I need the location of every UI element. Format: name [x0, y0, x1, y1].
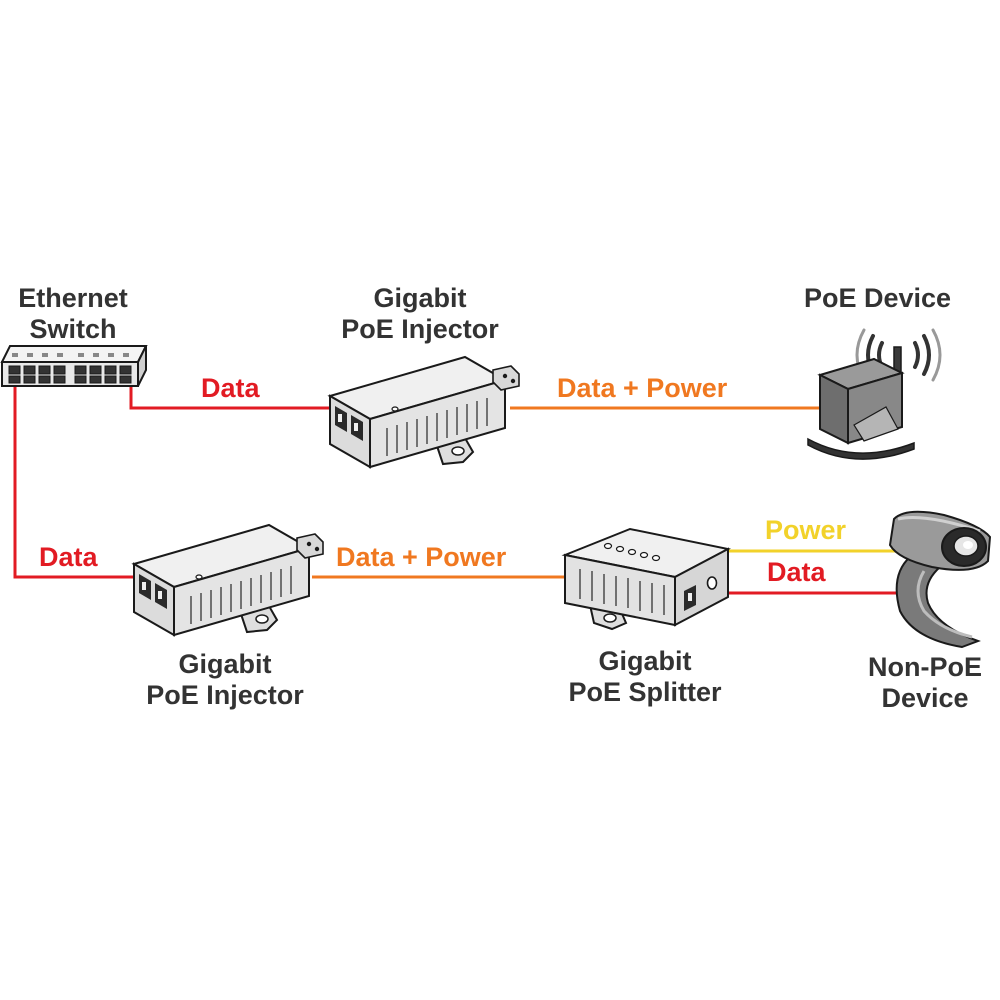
ethernet-switch-label-line2: Switch [29, 314, 117, 344]
ethernet-switch-label-line1: Ethernet [18, 283, 128, 313]
splitter-label-line1: Gigabit [598, 646, 692, 676]
ethernet-switch-label: Ethernet Switch [0, 283, 146, 345]
top-data-label: Data [201, 373, 260, 403]
bottom-injector-label-line2: PoE Injector [146, 680, 304, 710]
bottom-injector-label-line1: Gigabit [178, 649, 272, 679]
bottom-injector-label: Gigabit PoE Injector [120, 649, 330, 711]
bottom-data-power-label: Data + Power [336, 542, 507, 572]
poe-device-label-line1: PoE Device [803, 283, 952, 313]
top-data-power-label: Data + Power [557, 373, 728, 403]
non-poe-device-label-line2: Device [881, 683, 969, 713]
security-camera-icon [888, 510, 992, 649]
top-injector-label-line2: PoE Injector [341, 314, 499, 344]
splitter-power-label: Power [765, 515, 847, 545]
poe-splitter-icon [561, 527, 731, 631]
top-injector-label-line1: Gigabit [373, 283, 467, 313]
splitter-label: Gigabit PoE Splitter [540, 646, 750, 708]
non-poe-device-label: Non-PoE Device [850, 652, 1000, 714]
poe-injector-icon [131, 523, 324, 637]
wireless-access-point-icon [807, 328, 942, 460]
poe-device-label: PoE Device [770, 283, 985, 314]
bottom-data-label: Data [39, 542, 98, 572]
ethernet-switch-icon [0, 345, 148, 387]
top-injector-label: Gigabit PoE Injector [315, 283, 525, 345]
non-poe-device-label-line1: Non-PoE [868, 652, 982, 682]
wire-switch-to-bottom-injector [13, 378, 136, 579]
splitter-label-line2: PoE Splitter [568, 677, 722, 707]
wire-switch-to-top-injector [129, 378, 332, 410]
splitter-data-label: Data [767, 557, 826, 587]
poe-injector-icon [327, 355, 520, 469]
